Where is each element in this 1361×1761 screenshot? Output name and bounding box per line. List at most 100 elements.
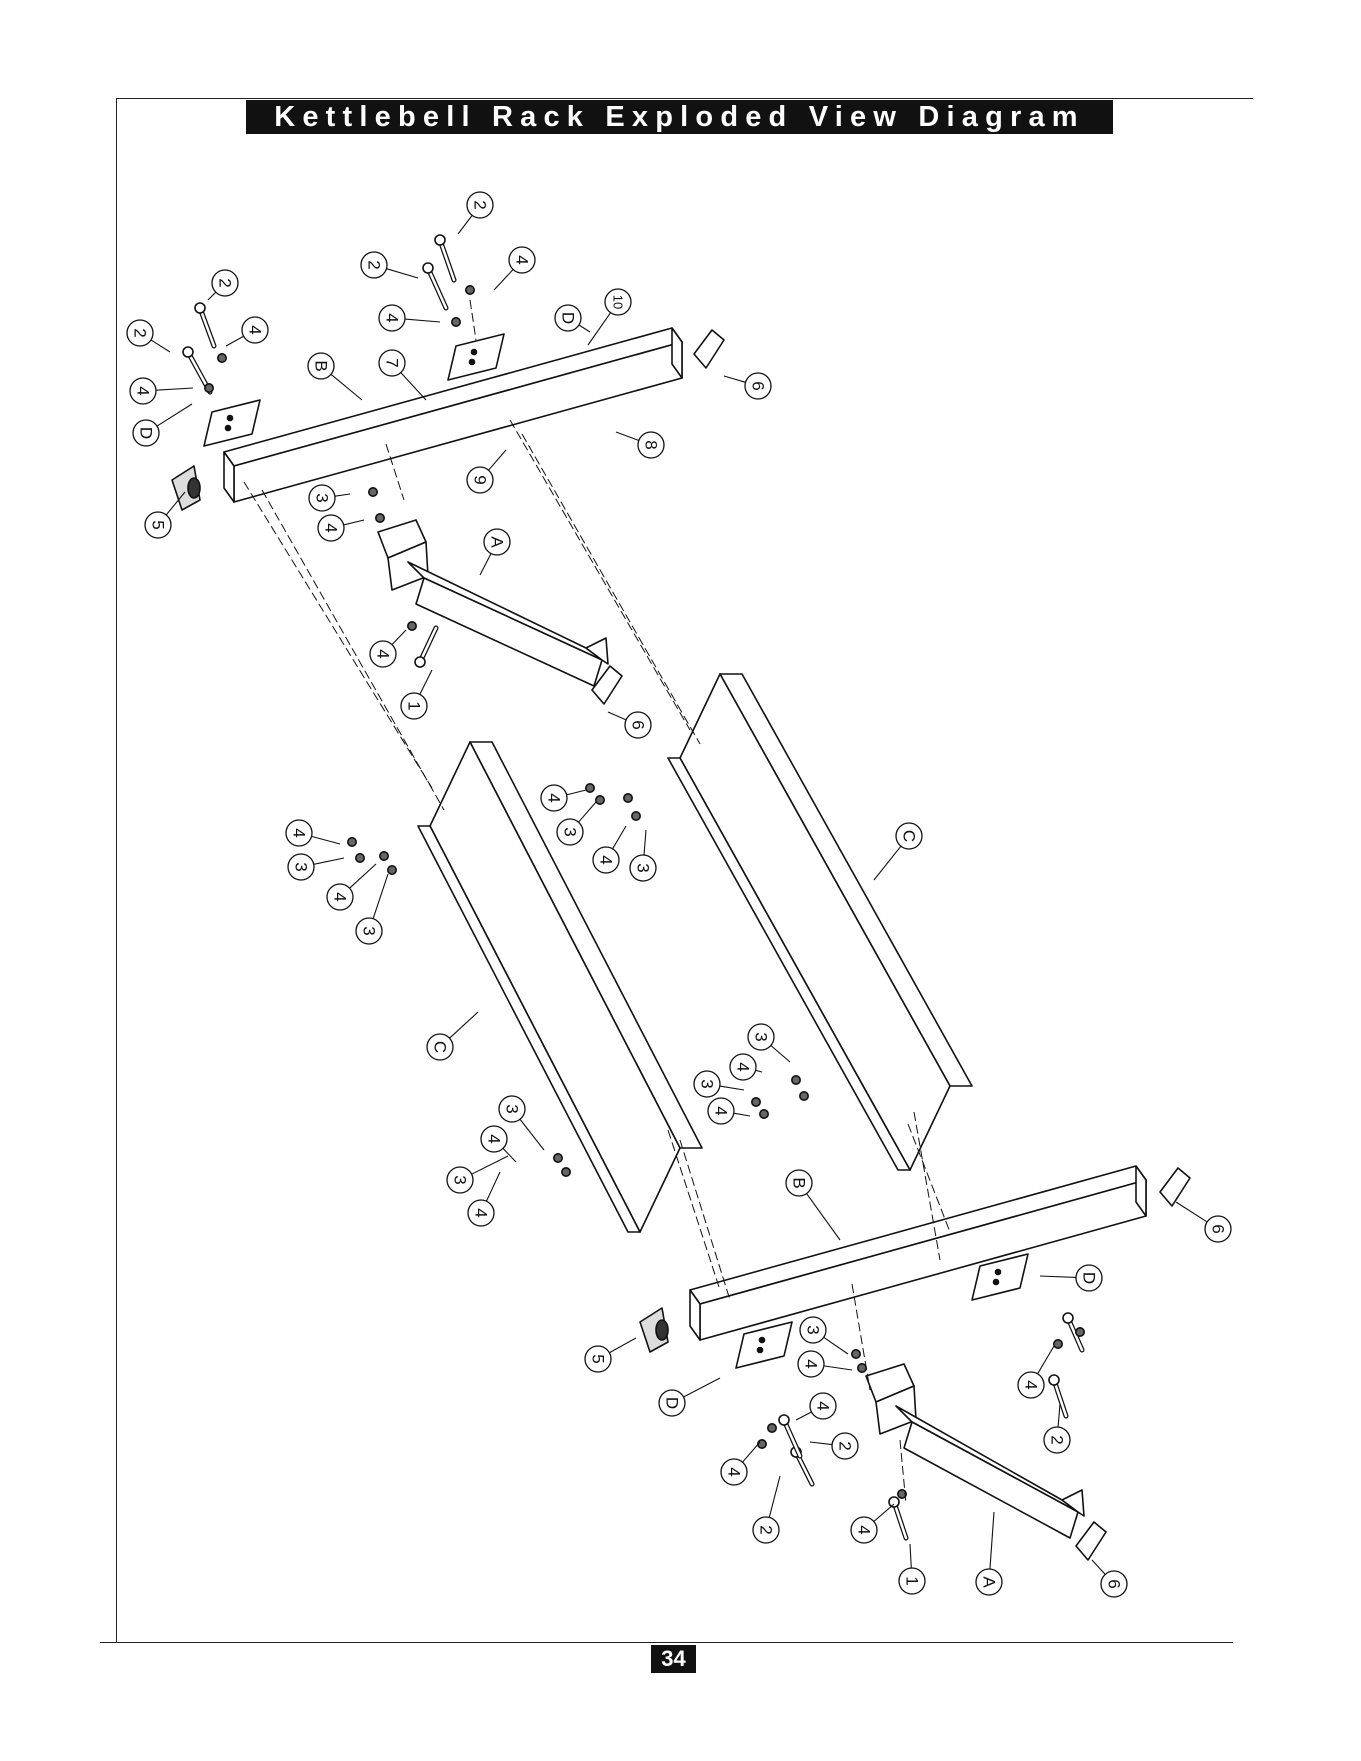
callout-label: 5: [589, 1354, 608, 1363]
crossbar-B-top: [224, 328, 682, 502]
nut-9: [380, 852, 388, 860]
leader-line: [520, 1119, 544, 1150]
leader-line: [373, 874, 388, 919]
cap-face: [694, 330, 724, 368]
callout-label: D: [559, 312, 578, 324]
callout-part-D: D: [659, 1390, 685, 1416]
plate-face: [204, 400, 260, 446]
plate-hole: [994, 1280, 999, 1285]
nut-12: [596, 796, 604, 804]
leader-line: [579, 802, 596, 822]
nut-18: [800, 1092, 808, 1100]
cap-face: [1076, 1522, 1106, 1560]
callout-label: B: [790, 1177, 809, 1188]
callout-label: 4: [513, 255, 532, 264]
leader-line: [769, 1476, 780, 1517]
callout-label: 7: [383, 358, 402, 367]
callout-part-4: 4: [481, 1126, 507, 1152]
leader-line: [1038, 1346, 1054, 1374]
callout-part-A: A: [484, 529, 510, 555]
callout-label: 3: [561, 827, 580, 836]
crossbar-B-bottom: [690, 1166, 1146, 1340]
callout-label: 1: [903, 1576, 922, 1585]
leader-line: [331, 374, 362, 400]
bolt-6: [779, 1415, 800, 1456]
plate-hole: [226, 426, 231, 431]
callout-part-2: 2: [832, 1433, 858, 1459]
callout-part-B: B: [786, 1170, 812, 1196]
callout-label: 4: [246, 325, 265, 334]
callout-label: 4: [597, 855, 616, 864]
leader-line: [450, 1012, 478, 1038]
plate-face: [448, 334, 504, 380]
assembly-line-11: [470, 300, 476, 340]
callout-part-6: 6: [745, 373, 771, 399]
cap-6-4: [1076, 1522, 1106, 1560]
cap-6-3: [1160, 1168, 1190, 1206]
leader-line: [824, 1337, 848, 1354]
leader-line: [405, 319, 440, 322]
leader-line: [616, 432, 639, 440]
nut-7: [348, 838, 356, 846]
callout-label: 4: [712, 1106, 731, 1115]
leader-line: [344, 520, 364, 525]
callout-label: 6: [1105, 1579, 1124, 1588]
callout-label: 4: [374, 649, 393, 658]
leader-line: [824, 1366, 852, 1370]
bolt-5: [791, 1447, 812, 1484]
callout-part-2: 2: [1044, 1427, 1070, 1453]
leader-line: [472, 1156, 508, 1174]
callout-label: 9: [471, 475, 490, 484]
callout-label: 4: [290, 828, 309, 837]
callout-part-3: 3: [748, 1024, 774, 1050]
nut-4: [369, 488, 377, 496]
nut-13: [624, 794, 632, 802]
callout-label: D: [1080, 1272, 1099, 1284]
assembly-line-8: [908, 1124, 950, 1232]
callout-part-4: 4: [370, 641, 396, 667]
callout-label: 2: [1048, 1435, 1067, 1444]
callout-label: 4: [134, 386, 153, 395]
callout-part-4: 4: [851, 1517, 877, 1543]
callout-part-6: 6: [1205, 1216, 1231, 1242]
leader-line: [990, 1512, 994, 1569]
callout-label: 2: [836, 1441, 855, 1450]
callout-part-2: 2: [467, 192, 493, 218]
bolt-shank-inner: [200, 308, 214, 346]
callout-part-6: 6: [1101, 1571, 1127, 1597]
leader-line: [771, 1045, 790, 1062]
leader-line: [401, 373, 426, 400]
leader-line: [734, 1113, 750, 1116]
callout-part-2: 2: [753, 1517, 779, 1543]
callout-part-1: 1: [899, 1568, 925, 1594]
nut-0: [205, 384, 213, 392]
bolt-2: [423, 263, 446, 308]
callout-label: B: [312, 360, 331, 371]
bolt-head: [1063, 1313, 1073, 1323]
cap-face: [1160, 1168, 1190, 1206]
callout-label: 4: [855, 1525, 874, 1534]
callout-label: 6: [629, 720, 648, 729]
callout-label: 4: [331, 892, 350, 901]
callout-part-D: D: [1076, 1265, 1102, 1291]
callout-part-6: 6: [625, 712, 651, 738]
nut-21: [852, 1350, 860, 1358]
callout-part-D: D: [555, 305, 581, 331]
leader-line: [157, 404, 192, 426]
leader-line: [810, 1442, 832, 1445]
leader-line: [312, 836, 340, 844]
nut-15: [554, 1154, 562, 1162]
callout-label: 3: [752, 1032, 771, 1041]
callout-part-3: 3: [499, 1096, 525, 1122]
nut-10: [388, 866, 396, 874]
plate-hole: [470, 360, 475, 365]
callout-label: 2: [216, 278, 235, 287]
callout-part-3: 3: [630, 855, 656, 881]
nut-16: [562, 1168, 570, 1176]
bolt-shank-inner: [428, 268, 446, 308]
callout-part-8: 8: [638, 432, 664, 458]
plate-D-2: [448, 334, 504, 380]
nut-5: [376, 514, 384, 522]
callout-part-4: 4: [798, 1351, 824, 1377]
nut-11: [586, 784, 594, 792]
